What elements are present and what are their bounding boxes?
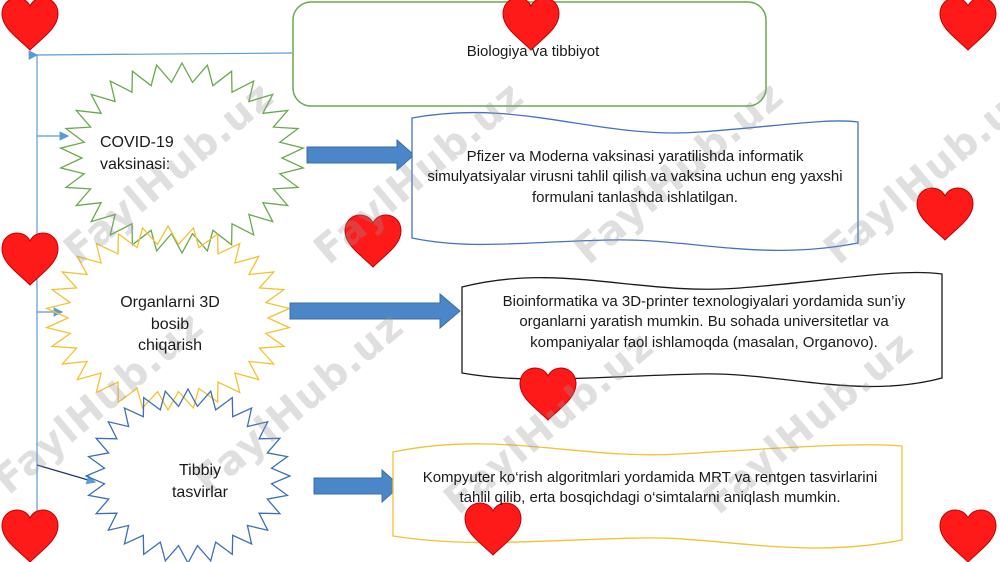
medical-imaging-arrow — [313, 468, 401, 504]
organ-printing-label: Organlarni 3D bosib chiqarish — [105, 292, 235, 357]
organ-printing-description: Bioinformatika va 3D-printer texnologiya… — [502, 293, 906, 351]
medical-imaging-description: Kompyuter ko‘rish algoritmlari yordamida… — [422, 469, 878, 507]
diagram-title: Biologiya va tibbiyot — [466, 43, 600, 60]
organ-printing-description-box — [461, 271, 943, 388]
heart-icon — [939, 0, 997, 51]
connector-lines — [28, 50, 293, 535]
title-box — [292, 1, 767, 107]
organ-printing-label-line: bosib — [150, 315, 190, 333]
covid-description: Pfizer va Moderna vaksinasi yaratilishda… — [427, 148, 843, 206]
medical-imaging-label: Tibbiy tasvirlar — [145, 460, 255, 503]
covid-label-line: vaksinasi: — [100, 155, 171, 173]
covid-arrow — [306, 138, 415, 172]
medical-imaging-label-line: tasvirlar — [171, 483, 228, 501]
heart-icon — [1, 0, 59, 51]
medical-imaging-starburst — [84, 387, 292, 562]
organ-printing-starburst — [44, 224, 292, 412]
organ-printing-label-line: Organlarni 3D — [120, 294, 220, 311]
covid-label: COVID-19 vaksinasi: — [100, 132, 240, 175]
organ-printing-arrow — [289, 292, 461, 330]
medical-imaging-label-line: Tibbiy — [178, 462, 222, 479]
heart-icon — [1, 509, 59, 562]
heart-icon — [939, 509, 997, 562]
organ-printing-label-line: chiqarish — [137, 337, 203, 355]
covid-starburst — [58, 61, 306, 255]
covid-description-box — [411, 111, 859, 251]
heart-icon — [1, 232, 59, 286]
covid-label-line: COVID-19 — [100, 134, 174, 151]
